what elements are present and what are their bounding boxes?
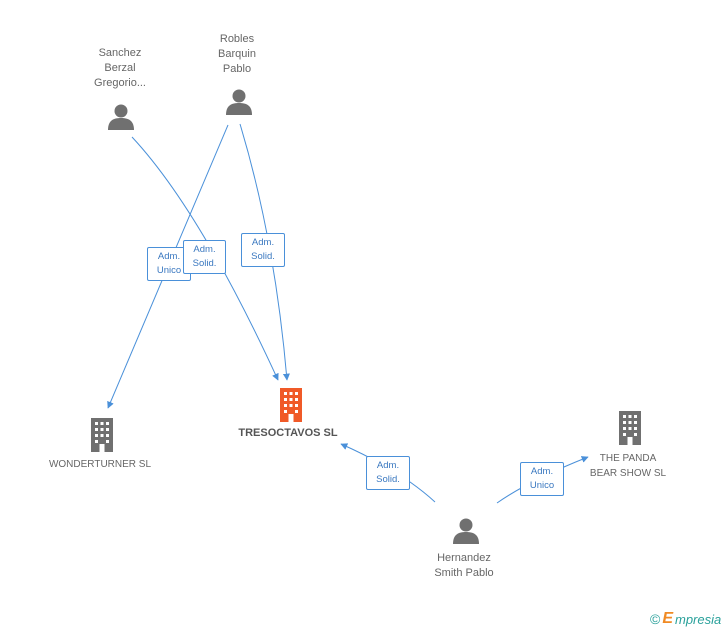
building-icon-wonderturner[interactable] [91, 418, 113, 452]
person-icon-hernandez[interactable] [453, 518, 479, 545]
label-tresoctavos[interactable]: TRESOCTAVOS SL [238, 427, 338, 439]
building-icon-panda[interactable] [619, 411, 641, 445]
building-icon-tresoctavos[interactable] [280, 388, 302, 422]
label-panda[interactable]: THE PANDA BEAR SHOW SL [589, 453, 667, 479]
role-badge-sanchez-tresoctavos: Adm. Solid. [183, 240, 226, 274]
role-badge-hernandez-tresoctavos: Adm. Solid. [366, 456, 410, 490]
role-badge-robles-wonderturner: Adm. Unico [147, 247, 191, 281]
edge-sanchez-tresoctavos [131, 136, 279, 381]
label-hernandez[interactable]: Hernandez Smith Pablo [434, 552, 494, 579]
label-robles[interactable]: Robles Barquin Pablo [218, 33, 256, 75]
brand-logo-initial: E [662, 610, 673, 627]
copyright-icon: © [650, 611, 661, 627]
person-icon-sanchez[interactable] [108, 104, 134, 131]
label-sanchez[interactable]: Sanchez Berzal Gregorio... [94, 47, 146, 89]
role-badge-robles-tresoctavos: Adm. Solid. [241, 233, 285, 267]
brand-logo-text: mpresia [675, 611, 722, 627]
role-badge-hernandez-panda: Adm. Unico [520, 462, 564, 496]
person-icon-robles[interactable] [226, 89, 252, 116]
label-wonderturner[interactable]: WONDERTURNER SL [48, 459, 152, 470]
